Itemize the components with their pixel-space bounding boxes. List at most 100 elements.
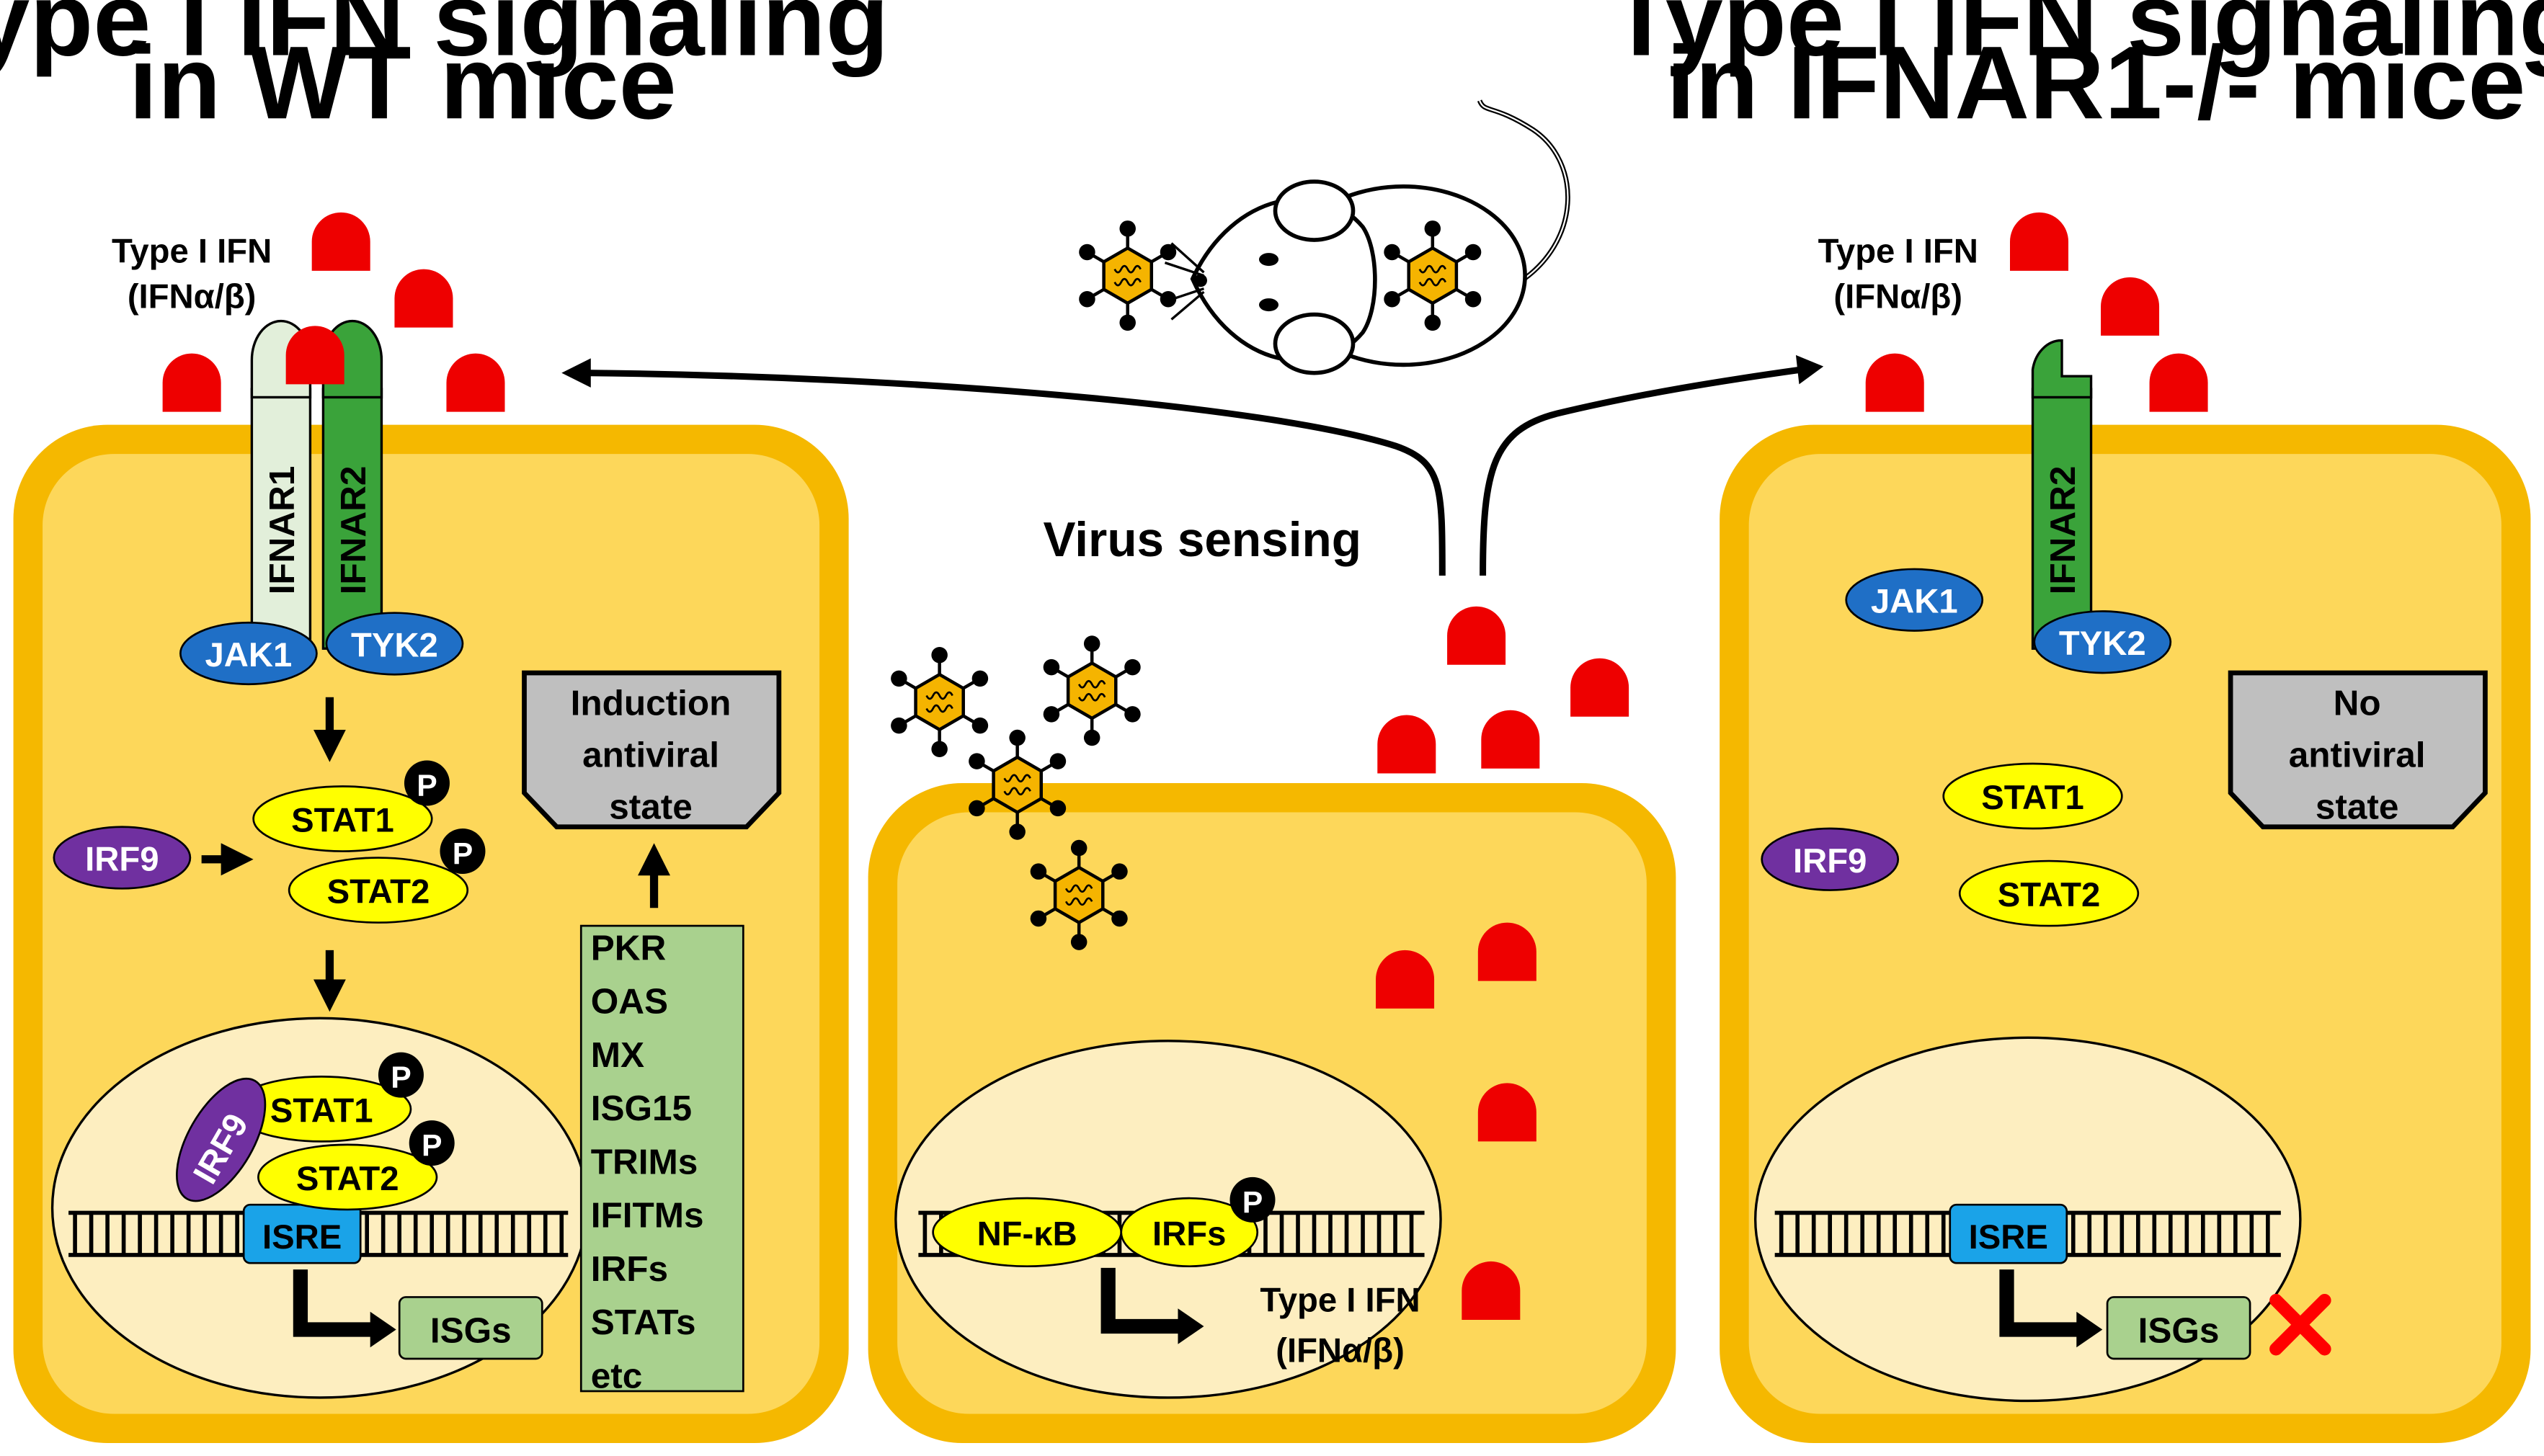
ko-irf9 (1761, 827, 1900, 891)
jak1-kinase (179, 621, 318, 686)
ifn-molecule (2010, 212, 2069, 271)
secretion-arrow-left (584, 370, 1446, 576)
phospho-p (404, 760, 450, 806)
phospho-p (378, 1052, 424, 1098)
nuclear-irf9 (176, 1077, 267, 1202)
isg-list-item: STATs (591, 1303, 696, 1342)
mouse-illustration (1164, 99, 1570, 375)
ifn-molecule (1376, 950, 1435, 1009)
nuclear-stat1-label: STAT1 (270, 1091, 373, 1130)
virus-particle (1044, 635, 1141, 746)
wt-state-line3: state (609, 787, 693, 827)
ifn-molecule (162, 353, 221, 412)
ko-stat1-label: STAT1 (1981, 779, 2084, 817)
ko-state-line2: antiviral (2289, 736, 2426, 775)
transcription-arrow (1999, 1269, 2080, 1337)
ko-state-line3: state (2316, 787, 2399, 827)
secretion-arrowhead-left (561, 358, 591, 388)
transcription-arrowhead (2076, 1311, 2103, 1348)
virus-particle (891, 647, 988, 757)
ko-ifn-label-line1: Type I IFN (1818, 233, 1978, 271)
induction-antiviral-state-box (522, 670, 782, 830)
ko-stat2-label: STAT2 (1998, 876, 2101, 914)
phospho-p-label: P (391, 1060, 412, 1095)
phospho-p-label: P (422, 1129, 442, 1164)
ifn-molecule (2149, 353, 2208, 412)
virus-sensing-label: Virus sensing (1044, 513, 1361, 567)
virus-particle (1079, 220, 1176, 331)
isg-list-item: IRFs (591, 1249, 668, 1289)
stat1 (252, 785, 433, 852)
transcription-arrow (1100, 1267, 1181, 1334)
phospho-p (440, 829, 486, 875)
ifn-molecule (1865, 353, 1924, 412)
ifn-molecule (2101, 277, 2160, 336)
phospho-p (1229, 1176, 1276, 1223)
ko-ifnar2-receptor (2031, 339, 2093, 650)
blocked-x-icon (2269, 1293, 2331, 1356)
ifn-molecule (1481, 710, 1540, 769)
ifn-molecule (311, 212, 370, 271)
left-title-line2: in WT mice (129, 24, 677, 140)
ifn-molecule (1377, 715, 1436, 774)
tyk2-label: TYK2 (351, 626, 438, 664)
ifn-molecule (1570, 658, 1629, 717)
isg-list-item: OAS (591, 982, 668, 1022)
bound-ifn-molecule (285, 326, 344, 385)
nfkb-label: NF-κB (977, 1215, 1077, 1253)
ifn-molecule (1477, 1083, 1536, 1142)
ko-tyk2-label: TYK2 (2059, 625, 2146, 663)
irf9-label: IRF9 (85, 841, 159, 879)
wt-state-line1: Induction (571, 683, 731, 723)
wt-state-line2: antiviral (582, 736, 719, 775)
secretion-arrow-right (1480, 366, 1802, 576)
ko-state-line1: No (2334, 683, 2381, 723)
isg-list-item: etc (591, 1356, 643, 1395)
nuclear-stat2 (257, 1143, 438, 1211)
transcription-arrowhead (1178, 1308, 1204, 1344)
jak1-label: JAK1 (205, 636, 292, 674)
irfs-label: IRFs (1152, 1215, 1226, 1253)
phospho-p-label: P (417, 769, 437, 803)
isgs-label: ISGs (430, 1310, 512, 1350)
ifnar2-label: IFNAR2 (334, 466, 373, 595)
wt-ifn-label-line2: (IFNα/β) (128, 278, 257, 316)
irf9 (53, 826, 192, 890)
isg-list-item: PKR (591, 928, 667, 968)
nuclear-stat2-label: STAT2 (296, 1160, 399, 1198)
ko-stat2 (1958, 859, 2140, 927)
wt-ifn-label-line1: Type I IFN (112, 233, 272, 271)
tyk2-kinase (325, 612, 464, 676)
right-title-line2: in IFNAR1-/- mice (1666, 24, 2525, 140)
ko-irf9-label: IRF9 (1793, 842, 1867, 880)
ko-isgs-label: ISGs (2138, 1310, 2220, 1350)
isg-list-item: TRIMs (591, 1142, 698, 1182)
ifn-molecule (394, 269, 453, 328)
isg-list-item: ISG15 (591, 1089, 692, 1128)
ifn-molecule (1447, 606, 1506, 665)
phospho-p-label: P (1242, 1185, 1263, 1220)
transcription-arrowhead (370, 1311, 396, 1348)
phospho-p-label: P (453, 837, 473, 872)
isre-label: ISRE (262, 1218, 342, 1256)
ifn-molecule (446, 353, 505, 412)
ifn-molecule (1462, 1261, 1521, 1320)
ko-ifnar2-label: IFNAR2 (2043, 466, 2083, 595)
ko-isgs-box (2106, 1296, 2251, 1360)
ko-isre-label: ISRE (1969, 1218, 2048, 1256)
center-ifn-label-line2: (IFNα/β) (1276, 1331, 1405, 1370)
right-title-line1: Type I IFN signaling (1609, 0, 2544, 78)
isg-list-item: MX (591, 1035, 644, 1075)
irfs (1120, 1197, 1259, 1268)
ko-ifn-label-line2: (IFNα/β) (1833, 278, 1962, 316)
ko-isre-promoter (1949, 1203, 2068, 1264)
ko-tyk2-kinase (2033, 610, 2172, 674)
no-antiviral-state-box (2228, 670, 2488, 830)
stat2-label: STAT2 (327, 873, 430, 911)
left-title-line1: Type I IFN signaling (0, 0, 889, 78)
ifn-molecule (1477, 922, 1536, 981)
isg-list-box (579, 924, 744, 1393)
ko-stat1 (1942, 762, 2123, 830)
ko-jak1-label: JAK1 (1871, 583, 1958, 621)
